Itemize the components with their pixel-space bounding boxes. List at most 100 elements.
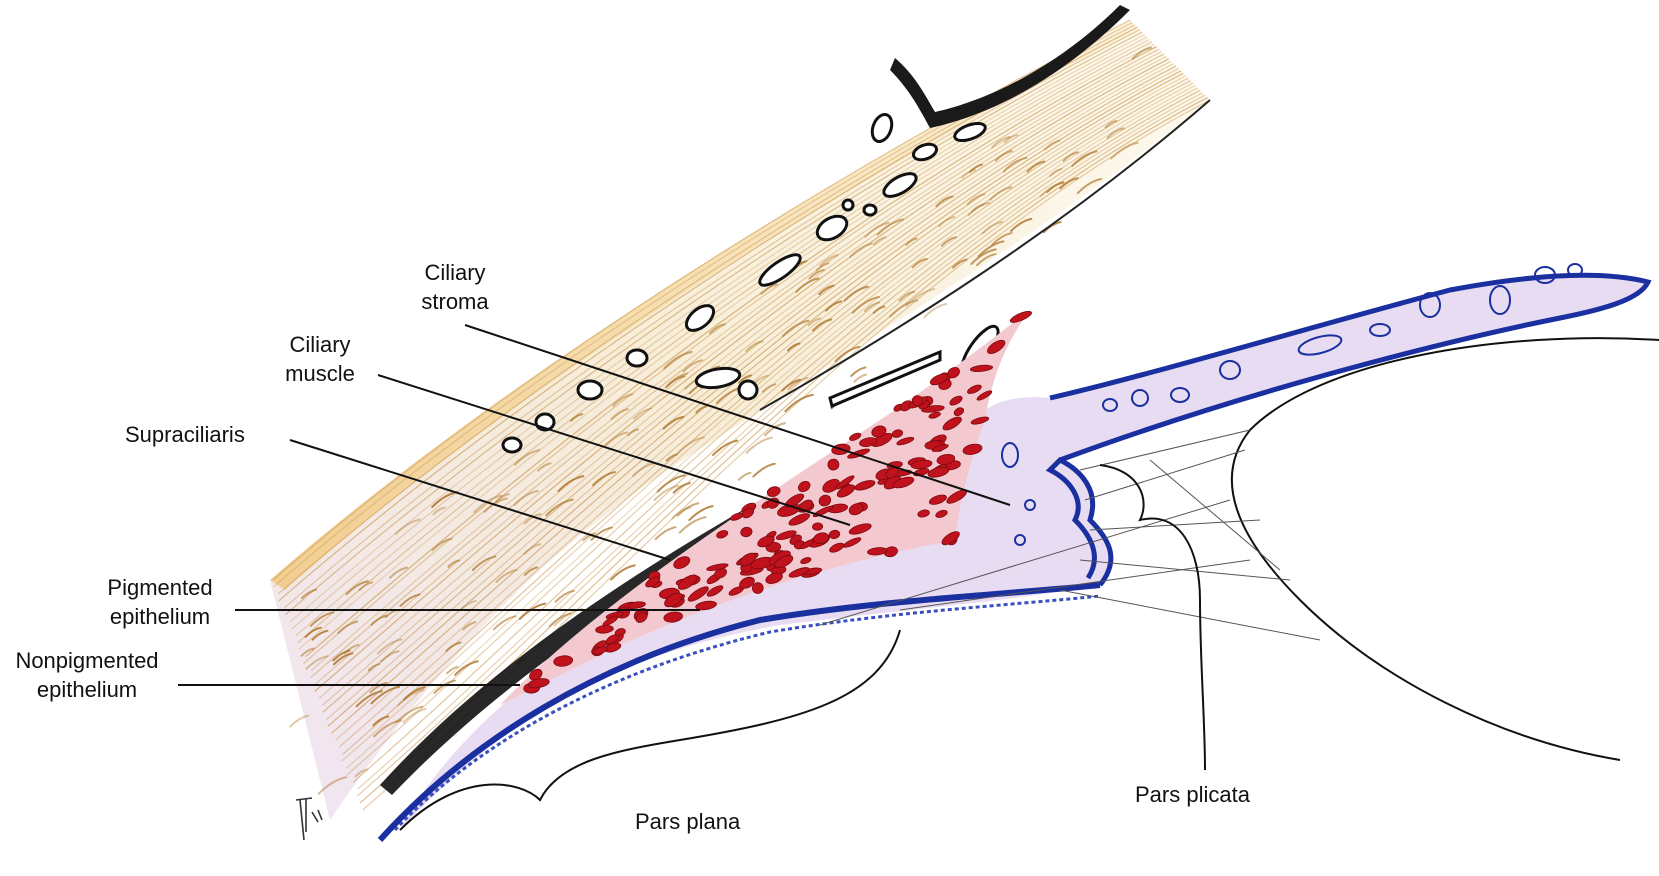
scleral-fiber-dash [1049,168,1063,177]
scleral-fiber-dash [938,215,956,228]
label-pigmented-epithelium: Pigmented epithelium [90,573,230,631]
muscle-cell [935,509,948,518]
scleral-fiber-dash [1110,141,1139,160]
scleral-fiber-dash [656,474,686,493]
scleral-fiber-dash [863,301,881,313]
scleral-fiber-dash [304,626,322,638]
scleral-fiber-dash [981,220,1004,235]
scleral-fiber-dash [988,186,1013,201]
scleral-fiber-dash [1106,127,1125,139]
scleral-fiber-dash [612,393,634,407]
scleral-fiber-dash [300,647,315,657]
scleral-fiber-dash [787,376,809,391]
scleral-fiber-dash [376,638,403,655]
muscle-cell [949,395,963,406]
label-nonpigmented-line2: epithelium [36,677,138,702]
scleral-fiber-dash [991,135,1011,149]
scleral-fiber-dash [493,615,517,631]
muscle-cell [695,600,717,611]
label-nonpigmented-epithelium: Nonpigmented epithelium [2,646,172,704]
scleral-fiber-dash [977,240,1005,258]
scleral-fiber-dash [582,532,596,542]
label-ciliary-muscle-line2: muscle [285,361,355,386]
scleral-fiber-dash [876,218,905,236]
muscle-cell [976,390,993,401]
scleral-fiber [289,34,1145,623]
scleral-fiber-dash [808,268,825,280]
label-pigmented-line1: Pigmented [107,575,213,600]
scleral-fiber-dash [388,566,409,579]
ciliary-stroma [400,275,1648,830]
label-pars-plana-text: Pars plana [635,809,741,834]
scleral-fiber-dash [545,498,574,517]
scleral-fiber-dash [678,516,707,534]
muscle-cell [673,556,691,569]
pars-plana-brace [399,629,901,831]
muscle-cell [929,373,949,386]
scleral-fiber-dash [923,303,948,319]
scleral-fiber-dash [397,688,425,707]
leader-ciliary-stroma [464,324,1011,506]
scleral-fiber-dash [632,462,656,477]
scleral-vessels [501,112,1000,454]
label-supraciliaris: Supraciliaris [125,420,245,449]
scleral-fiber-dash [311,629,329,641]
scleral-fiber-dash [695,405,708,414]
muscle-cell [871,425,887,438]
label-pigmented-line2: epithelium [109,604,211,629]
scleral-fiber-dash [976,253,997,267]
muscle-cell [788,567,810,578]
muscle-cell [891,429,904,438]
scleral-fiber-dash [873,236,887,246]
muscle-cell [867,547,888,556]
scleral-fiber-dash [671,506,692,520]
pigmented-epithelium-layer [377,582,1101,843]
scleral-fiber-dash [967,201,990,216]
muscle-cell [953,407,965,417]
scleral-fiber [357,92,1204,790]
scleral-fiber-dash [665,453,678,462]
scleral-fiber-dash [760,283,779,295]
scleral-fiber-dash [905,288,936,307]
scleral-fiber-dash [369,681,388,694]
scleral-fiber-dash [970,248,997,265]
label-pars-plicata-text: Pars plicata [1135,782,1250,807]
muscle-cell [1009,310,1032,323]
scleral-fiber-dash [819,254,839,267]
scleral-fiber [310,53,1165,679]
scleral-fiber-dash [662,415,685,430]
scleral-fiber-dash [795,277,820,293]
scleral-fiber-dash [653,484,680,502]
muscle-cell [849,432,862,441]
scleral-fiber-dash [737,374,753,384]
muscle-cell [829,542,845,553]
scleral-fiber-dash [1104,119,1118,129]
muscle-cell [775,530,797,541]
muscle-cell [883,546,898,558]
scleral-fiber-dash [548,612,572,628]
scleral-fiber-dash [570,413,584,422]
scleral-fiber-dash [367,663,381,672]
scleral-fiber-dash [849,242,874,258]
muscle-cell [859,437,878,447]
muscle-cell [822,478,840,493]
scleral-fiber-dash [332,652,354,666]
muscle-cell [757,535,775,548]
leader-lines [178,324,1011,686]
scleral-fiber-dash [815,262,830,272]
label-ciliary-stroma-line1: Ciliary [424,260,486,285]
scleral-fiber-dash [853,373,868,383]
scleral-fiber-dash [676,502,700,517]
muscle-cell [553,655,574,667]
scleral-fiber-dash [682,359,704,373]
muscle-cell [967,384,982,394]
scleral-fiber-dash [332,649,351,662]
scleral-fiber-dash [1076,177,1103,195]
scleral-fiber-dash [445,641,462,653]
scleral-fiber-dash [518,602,547,620]
scleral-fiber-dash [337,620,359,634]
scleral-fiber-dash [633,407,653,420]
scleral-fiber-dash [495,568,518,584]
muscle-cell [765,572,783,584]
